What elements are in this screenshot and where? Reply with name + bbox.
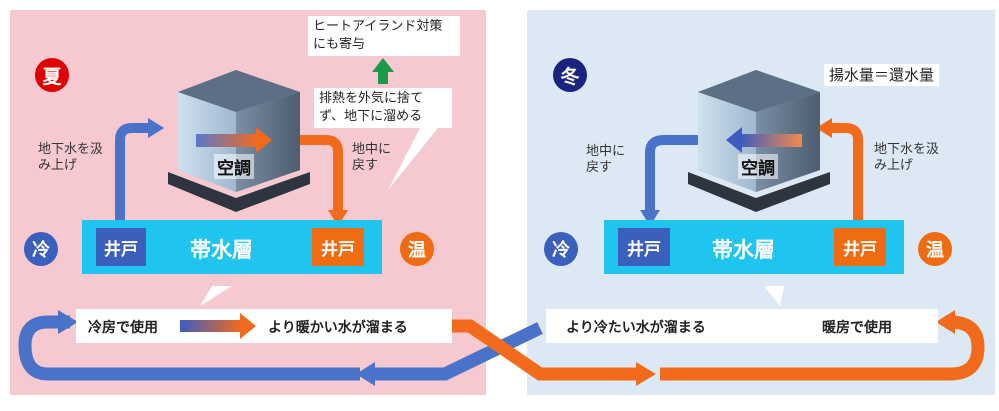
cycle-right-arrowhead <box>936 310 955 334</box>
winter-return-label: 地中に戻す <box>586 144 626 175</box>
winter-cold-arrowhead <box>640 210 660 226</box>
summer-warm-arrowhead <box>328 210 348 226</box>
summer-exhaust-pointer <box>388 128 438 190</box>
winter-cold-badge: 冷 <box>544 232 578 266</box>
summer-use-bar <box>76 309 452 343</box>
winter-building-arrow <box>740 134 802 147</box>
summer-hvac-label: 空調 <box>214 154 254 179</box>
winter-pump-label: 地下水を汲み上げ <box>874 142 940 173</box>
winter-warm-pipe <box>830 123 863 232</box>
summer-cold-pipe <box>115 123 150 232</box>
cycle-right-loop <box>660 315 985 381</box>
summer-pump-label: 地下水を汲み上げ <box>38 142 104 173</box>
heat-island-arrowhead <box>372 58 394 72</box>
winter-well-left: 井戸 <box>618 228 670 266</box>
winter-building-arrowhead <box>726 127 742 153</box>
summer-warm-badge: 温 <box>400 232 434 266</box>
cycle-orange-arrowhead <box>636 362 656 386</box>
winter-season-badge: 冬 <box>553 58 587 92</box>
winter-cold-pipe <box>645 135 698 212</box>
summer-use-label: 冷房で使用 <box>88 320 158 336</box>
summer-cold-arrowhead <box>148 118 164 138</box>
summer-bar-pointer <box>200 286 232 306</box>
winter-bar-pointer <box>764 286 784 306</box>
winter-well-right: 井戸 <box>834 228 886 266</box>
cycle-left-loop <box>18 315 360 381</box>
winter-warm-arrowhead <box>816 118 832 138</box>
heat-island-callout: ヒートアイランド対策にも寄与 <box>308 16 460 56</box>
cycle-blue-diagonal <box>372 322 543 381</box>
summer-season-badge: 夏 <box>35 58 69 92</box>
cycle-blue-arrowhead <box>356 362 375 386</box>
summer-result-label: より暖かい水が溜まる <box>268 320 408 336</box>
cycle-left-arrowhead <box>58 310 78 334</box>
winter-use-label: 暖房で使用 <box>822 320 892 336</box>
winter-balance-callout: 揚水量＝還水量 <box>824 64 940 86</box>
summer-exhaust-callout: 排熱を外気に捨てず、地下に溜める <box>314 88 452 128</box>
summer-well-left: 井戸 <box>96 228 146 266</box>
heat-island-arrow <box>378 70 388 84</box>
summer-return-label: 地中に戻す <box>352 142 392 173</box>
summer-building-arrowhead <box>256 127 272 153</box>
winter-hvac-label: 空調 <box>738 154 778 179</box>
summer-well-right: 井戸 <box>312 228 364 266</box>
summer-aquifer-label: 帯水層 <box>190 238 253 262</box>
winter-result-label: より冷たい水が溜まる <box>566 320 706 336</box>
winter-aquifer-label: 帯水層 <box>712 238 775 262</box>
winter-use-bar <box>546 309 938 343</box>
summer-building-arrow <box>196 134 258 147</box>
cycle-orange-diagonal <box>452 319 640 381</box>
winter-warm-badge: 温 <box>918 232 952 266</box>
summer-cold-badge: 冷 <box>24 232 58 266</box>
summer-warm-pipe <box>300 135 343 212</box>
